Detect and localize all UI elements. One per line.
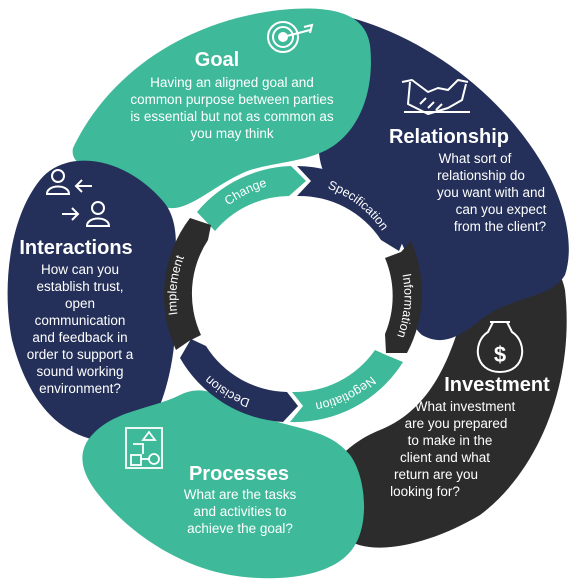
relationship-line-3: you want with and — [437, 185, 545, 200]
goal-line-1: Having an aligned goal and — [150, 75, 314, 90]
processes-line-1: What are the tasks — [184, 487, 297, 502]
interactions-line-2: establish trust, — [36, 279, 123, 294]
investment-line-2: are you prepared — [405, 416, 508, 431]
goal-line-4: you may think — [190, 126, 274, 141]
interactions-line-6: order to support a — [27, 347, 134, 362]
relationship-line-2: relationship do — [437, 168, 525, 183]
segment-investment — [322, 264, 567, 548]
target-icon — [267, 21, 314, 53]
interactions-line-1: How can you — [41, 262, 119, 277]
interactions-line-5: and feedback in — [32, 330, 127, 345]
relationship-line-1: What sort of — [439, 151, 512, 166]
investment-line-1: What investment — [415, 399, 516, 414]
people-exchange-icon — [45, 169, 111, 227]
arrow-decision — [180, 339, 298, 422]
segment-goal — [72, 8, 371, 209]
svg-text:$: $ — [494, 342, 506, 367]
inner-cycle-center — [196, 197, 390, 391]
investment-line-4: client and what — [400, 450, 490, 465]
investment-line-3: to make in the — [408, 433, 493, 448]
arrow-information — [385, 241, 422, 353]
interactions-title: Interactions — [19, 237, 132, 259]
investment-line-5: return are you — [394, 467, 478, 482]
segment-investment-shape — [322, 264, 567, 548]
interactions-line-3: open — [65, 296, 95, 311]
segment-relationship — [318, 18, 569, 341]
flowchart-icon — [125, 427, 163, 469]
interactions-line-7: sound working — [36, 364, 123, 379]
interactions-text: Interactions How can you establish trust… — [19, 237, 133, 396]
arrow-change — [197, 166, 306, 231]
inner-cycle: Change Specification Information Negotia… — [163, 166, 422, 423]
handshake-icon — [401, 79, 470, 115]
goal-title: Goal — [195, 49, 239, 71]
goal-text: Goal Having an aligned goal and common p… — [130, 49, 334, 141]
arrow-negotiation — [290, 350, 403, 423]
processes-title: Processes — [189, 463, 289, 485]
relationship-title: Relationship — [389, 126, 509, 148]
interactions-line-8: environment? — [39, 381, 121, 396]
investment-title: Investment — [444, 374, 550, 396]
money-bag-icon: $ — [476, 321, 524, 374]
relationship-line-5: from the client? — [454, 219, 546, 234]
investment-text: Investment What investment are you prepa… — [390, 374, 550, 499]
segment-relationship-shape — [318, 18, 569, 341]
interactions-line-4: communication — [35, 313, 126, 328]
goal-line-2: common purpose between parties — [130, 92, 334, 107]
processes-text: Processes What are the tasks and activit… — [184, 463, 297, 536]
segment-interactions — [7, 160, 176, 442]
processes-line-3: achieve the goal? — [187, 521, 293, 536]
goal-line-3: is essential but not as common as — [130, 109, 334, 124]
investment-line-6: looking for? — [390, 484, 460, 499]
processes-line-2: and activities to — [193, 504, 286, 519]
relationship-line-4: can you expect — [456, 202, 547, 217]
arrow-specification — [297, 166, 407, 251]
arrow-implement — [163, 218, 211, 350]
segment-goal-shape — [72, 8, 371, 209]
relationship-text: Relationship What sort of relationship d… — [389, 126, 547, 234]
segment-interactions-shape — [7, 160, 176, 442]
